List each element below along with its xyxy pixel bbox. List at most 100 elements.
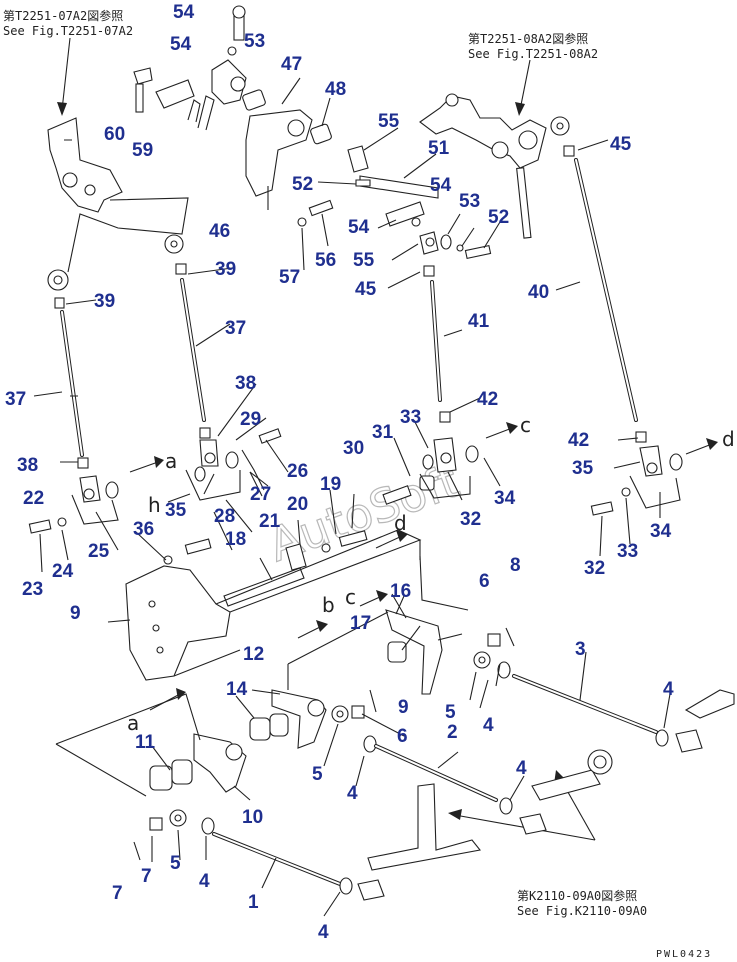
callout-4-f: 4 (318, 922, 329, 943)
letter-b-lower: b (322, 593, 335, 617)
callout-43-b: 45 (610, 134, 632, 155)
letter-a-lower: a (127, 711, 139, 735)
callout-5-c: 5 (170, 853, 181, 874)
callout-25: 28 (214, 506, 235, 527)
callout-57: 57 (279, 267, 300, 288)
callout-45-b: 48 (325, 79, 346, 100)
callout-52: 52 (488, 207, 509, 228)
callout-30: 32 (460, 509, 481, 530)
callout-42-a: 42 (477, 389, 498, 410)
callout-58: 59 (132, 140, 153, 161)
callout-46: 51 (428, 138, 450, 159)
callout-28: 31 (372, 422, 394, 443)
callout-41: 41 (468, 311, 490, 332)
callout-26: 29 (240, 409, 261, 430)
callout-7-a: 8 (510, 555, 521, 576)
reference-en-1: See Fig.T2251-07A2 (3, 24, 133, 38)
callout-59: 60 (104, 124, 125, 145)
callout-31: 35 (572, 458, 594, 479)
reference-en-3: See Fig.K2110-09A0 (517, 904, 647, 918)
drawing-code: PWL0423 (656, 949, 712, 960)
callout-53: 53 (459, 191, 480, 212)
callout-37-a: 37 (225, 318, 246, 339)
callout-29-b: 34 (494, 488, 516, 509)
letter-d-lower: d (394, 511, 407, 535)
callout-2: 2 (447, 722, 458, 743)
callout-22: 25 (88, 541, 110, 562)
callout-33: 33 (617, 541, 638, 562)
callout-43-a: 45 (355, 279, 377, 300)
reference-jp-1: 第T2251-07A2図参照 (3, 8, 123, 23)
callout-34: 34 (650, 521, 672, 542)
callout-10: 11 (135, 732, 156, 753)
callout-12: 14 (226, 679, 248, 700)
callout-27: 30 (343, 438, 364, 459)
letter-h-upper: h (148, 493, 161, 517)
callout-9: 10 (242, 807, 263, 828)
callout-20: 23 (22, 579, 43, 600)
callout-44: 46 (209, 221, 230, 242)
upper-left-linkage (28, 5, 334, 534)
letter-c-upper: c (520, 413, 531, 437)
callout-4-e: 4 (199, 871, 210, 892)
callout-36: 36 (133, 519, 154, 540)
callout-1: 1 (248, 892, 259, 913)
callout-42-b: 42 (568, 430, 589, 451)
callout-35: 35 (165, 500, 187, 521)
callout-54-b: 54 (348, 217, 370, 238)
reference-en-2: See Fig.T2251-08A2 (468, 47, 598, 61)
callout-18: 21 (259, 511, 281, 532)
callout-38-a: 38 (235, 373, 256, 394)
callout-8: 9 (70, 603, 81, 624)
letter-d-upper: d (722, 427, 735, 451)
callout-3: 3 (575, 639, 586, 660)
callout-7-b: 9 (398, 697, 409, 718)
callout-32: 32 (584, 558, 605, 579)
callout-40: 40 (528, 282, 549, 303)
letter-a-upper: a (165, 449, 177, 473)
callout-5-a: 5 (445, 702, 456, 723)
callout-6-a: 6 (479, 571, 490, 592)
callout-48: 53 (244, 31, 265, 52)
callout-29-a: 33 (400, 407, 421, 428)
letter-marks: a a b c c d d h (127, 413, 735, 735)
callout-24: 27 (250, 484, 271, 505)
callout-14: 17 (350, 613, 371, 634)
callout-51: 55 (378, 111, 400, 132)
reference-jp-3: 第K2110-09A0図参照 (517, 888, 637, 903)
callout-numbers: 54 54 53 47 48 60 59 55 51 52 54 53 52 5… (5, 2, 674, 943)
callout-54-a: 54 (430, 175, 452, 196)
callout-leaders (33, 77, 671, 917)
lower-assembly (55, 555, 735, 901)
callout-11: 12 (243, 644, 264, 665)
callout-7-c: 7 (112, 883, 123, 904)
callout-45-a: 47 (281, 54, 302, 75)
callout-19: 22 (23, 488, 44, 509)
callout-4-c: 4 (516, 758, 527, 779)
letter-c-lower: c (345, 585, 356, 609)
callout-6-c: 7 (141, 866, 152, 887)
callout-21: 24 (52, 561, 74, 582)
callout-4-a: 4 (663, 679, 674, 700)
callout-56: 56 (315, 250, 336, 271)
callout-39-b: 39 (94, 291, 115, 312)
callout-16: 19 (320, 474, 341, 495)
callout-6-b: 6 (397, 726, 408, 747)
callout-38-b: 38 (17, 455, 38, 476)
callout-37-b: 37 (5, 389, 26, 410)
upper-right-linkage (347, 93, 683, 516)
callout-49: 54 (173, 2, 195, 23)
reference-jp-2: 第T2251-08A2図参照 (468, 31, 588, 46)
callout-15: 18 (225, 529, 246, 550)
callout-39-a: 39 (215, 259, 236, 280)
callout-50: 54 (170, 34, 192, 55)
callout-47: 52 (292, 174, 313, 195)
callout-4-b: 4 (483, 715, 494, 736)
callout-17: 20 (287, 494, 308, 515)
callout-13: 16 (390, 581, 411, 602)
callout-55: 55 (353, 250, 375, 271)
callout-5-b: 5 (312, 764, 323, 785)
callout-23: 26 (287, 461, 308, 482)
